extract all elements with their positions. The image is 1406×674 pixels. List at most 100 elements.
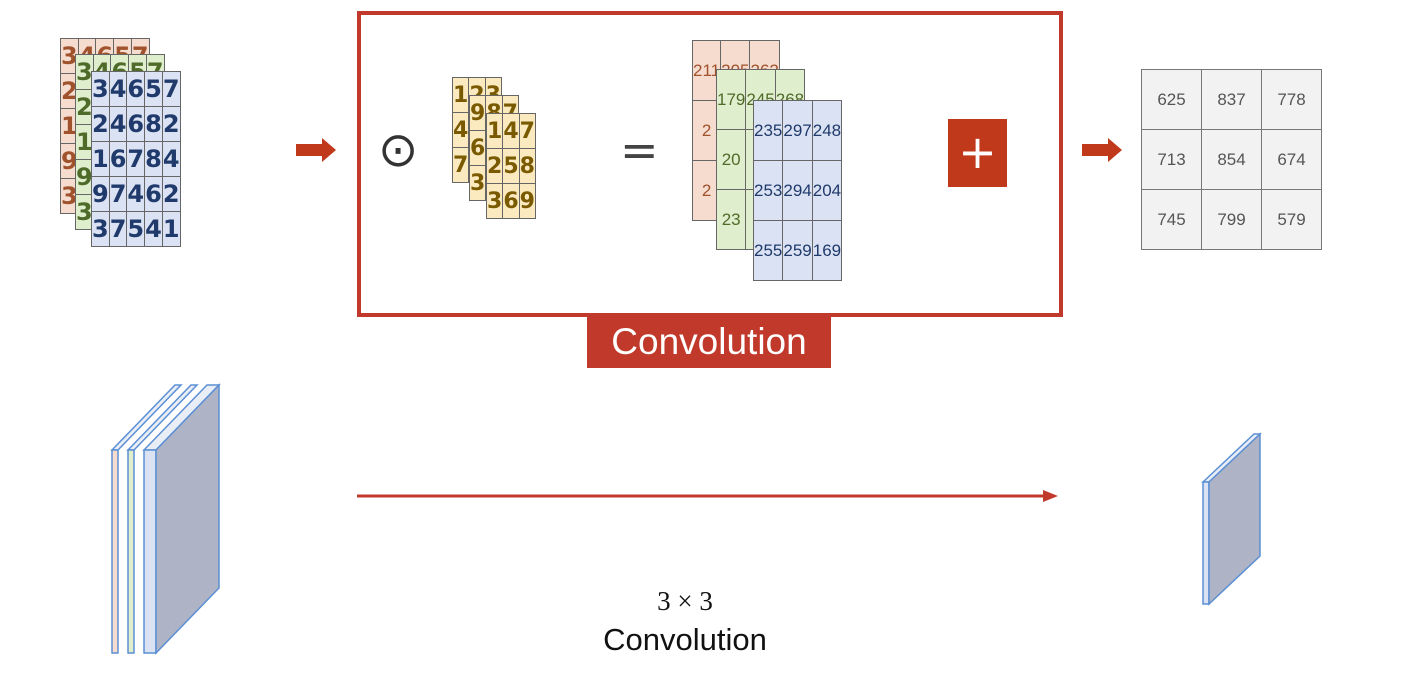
input-cell: 8	[144, 106, 163, 142]
arrow-to-conv	[296, 138, 336, 162]
input-cell: 3	[91, 211, 110, 247]
partial-sum-cell: 297	[782, 100, 813, 161]
input-cell: 3	[60, 178, 79, 214]
kernel-cell: 1	[485, 113, 504, 149]
arrow-to-output	[1082, 138, 1122, 162]
kernel-cell: 4	[451, 112, 470, 148]
kernel-cell: 6	[502, 183, 520, 219]
input-cell: 2	[91, 106, 110, 142]
convolution-label: Convolution	[587, 316, 831, 368]
input-cell: 1	[91, 141, 110, 177]
output-volume-icon	[1201, 432, 1262, 606]
output-cell: 837	[1201, 69, 1262, 130]
output-cell: 778	[1261, 69, 1322, 130]
partial-sum-cell: 20	[715, 129, 747, 190]
input-cell: 5	[144, 71, 163, 107]
kernel-cell: 7	[451, 147, 470, 183]
kernel-cell: 7	[518, 113, 536, 149]
input-cell: 3	[60, 38, 79, 74]
kernel-cell: 3	[468, 165, 487, 201]
input-cell: 1	[60, 108, 79, 144]
partial-sum-cell: 248	[811, 100, 843, 161]
input-cell: 9	[91, 176, 110, 212]
kernel-cell: 6	[468, 130, 487, 166]
input-cell: 4	[126, 176, 146, 212]
input-cell: 6	[126, 106, 146, 142]
input-cell: 4	[108, 106, 128, 142]
output-cell: 799	[1201, 189, 1262, 250]
output-cell: 854	[1201, 129, 1262, 190]
kernel-cell: 5	[502, 148, 520, 184]
partial-sum-cell: 23	[715, 189, 747, 250]
input-cell: 6	[108, 141, 128, 177]
kernel-size-caption: 3 × 3	[657, 586, 713, 616]
equals-operator: =	[620, 123, 659, 177]
input-volume-icon	[110, 383, 221, 655]
input-cell: 2	[75, 89, 94, 125]
long-arrow	[357, 490, 1058, 502]
input-cell: 9	[75, 159, 94, 195]
input-cell: 4	[144, 211, 163, 247]
output-cell: 625	[1141, 69, 1202, 130]
kernel-cell: 9	[468, 95, 487, 131]
kernel-cell: 3	[485, 183, 504, 219]
input-cell: 7	[126, 141, 146, 177]
partial-sum-cell: 294	[782, 160, 813, 221]
convolution-box	[357, 11, 1063, 317]
input-cell: 1	[75, 124, 94, 160]
partial-sum-cell: 235	[752, 100, 784, 161]
kernel-cell: 1	[451, 77, 470, 113]
input-cell: 6	[144, 176, 163, 212]
input-cell: 4	[108, 71, 128, 107]
input-cell: 5	[126, 211, 146, 247]
input-cell: 2	[161, 176, 181, 212]
input-cell: 7	[108, 176, 128, 212]
partial-sum-cell: 169	[811, 220, 843, 281]
input-cell: 4	[161, 141, 181, 177]
partial-sum-cell: 204	[811, 160, 843, 221]
input-cell: 3	[91, 71, 110, 107]
input-cell: 7	[108, 211, 128, 247]
kernel-cell: 8	[518, 148, 536, 184]
kernel-cell: 4	[502, 113, 520, 149]
kernel-cell: 2	[485, 148, 504, 184]
convolution-caption: Convolution	[603, 622, 767, 657]
kernel-cell: 9	[518, 183, 536, 219]
output-cell: 745	[1141, 189, 1202, 250]
input-cell: 3	[75, 194, 94, 230]
input-cell: 3	[75, 54, 94, 90]
input-cell: 1	[161, 211, 181, 247]
output-cell: 713	[1141, 129, 1202, 190]
input-cell: 2	[161, 106, 181, 142]
sum-plus-icon: +	[948, 119, 1007, 187]
partial-sum-cell: 179	[715, 69, 747, 130]
input-cell: 8	[144, 141, 163, 177]
input-cell: 6	[126, 71, 146, 107]
input-cell: 9	[60, 143, 79, 179]
partial-sum-cell: 255	[752, 220, 784, 281]
partial-sum-cell: 253	[752, 160, 784, 221]
output-cell: 579	[1261, 189, 1322, 250]
hadamard-operator: ⊙	[378, 122, 419, 178]
partial-sum-cell: 259	[782, 220, 813, 281]
input-cell: 7	[161, 71, 181, 107]
input-cell: 2	[60, 73, 79, 109]
